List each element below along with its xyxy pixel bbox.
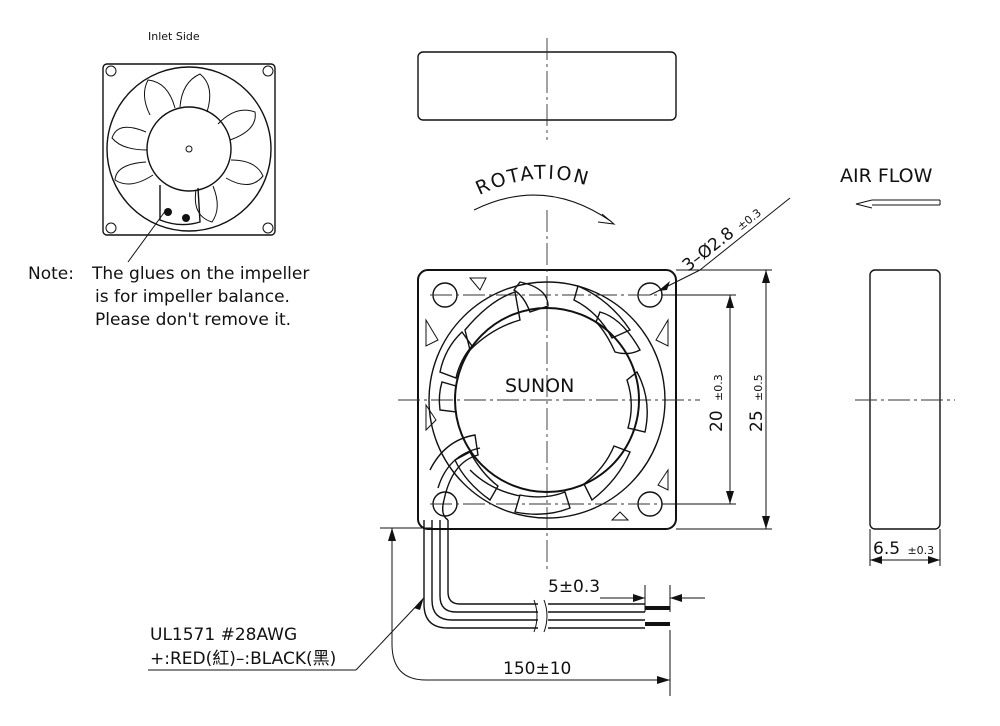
rotation-label: ROTATION	[472, 162, 592, 200]
wire-spec: UL1571 #28AWG +:RED(紅)–:BLACK(黑)	[148, 597, 424, 671]
lead-length-dim: 150±10	[503, 659, 571, 679]
note-prefix: Note:	[28, 264, 74, 284]
hole-dim-main: 3–Ø2.8	[679, 223, 738, 276]
lead-wires	[423, 520, 670, 633]
size-dim-tol: ±0.5	[752, 374, 765, 401]
airflow-indicator: AIR FLOW	[840, 165, 941, 209]
pitch-dim-main: 20	[707, 410, 727, 432]
thickness-dim-tol: ±0.3	[907, 544, 934, 557]
side-view: 6.5 ±0.3	[855, 269, 955, 566]
svg-text:3–Ø2.8 ±0.3: 3–Ø2.8 ±0.3	[679, 202, 765, 276]
svg-text:20 ±0.3: 20 ±0.3	[707, 374, 727, 432]
pitch-dim-tol: ±0.3	[712, 374, 725, 401]
size-dim-main: 25	[747, 410, 767, 432]
pitch-dimension: 20 ±0.3	[662, 294, 736, 505]
wire-polarity-label: +:RED(紅)–:BLACK(黑)	[150, 649, 336, 669]
note-line-1: The glues on the impeller	[91, 264, 309, 284]
top-view	[417, 38, 677, 140]
inlet-side-view: Inlet Side	[102, 30, 276, 263]
rotation-indicator: ROTATION	[472, 162, 616, 225]
note-line-2: is for impeller balance.	[95, 287, 290, 307]
wire-spec-label: UL1571 #28AWG	[150, 625, 297, 645]
note-block: Note: The glues on the impeller is for i…	[28, 264, 309, 330]
svg-text:25 ±0.5: 25 ±0.5	[747, 374, 767, 432]
airflow-label: AIR FLOW	[840, 165, 933, 187]
hole-dim-tol: ±0.3	[735, 206, 764, 233]
fan-front-view: SUNON	[398, 210, 700, 570]
brand-label: SUNON	[505, 375, 574, 397]
note-line-3: Please don't remove it.	[95, 310, 291, 330]
svg-text:6.5 ±0.3: 6.5 ±0.3	[873, 539, 934, 559]
strip-dimension: 5±0.3	[548, 577, 705, 612]
lead-length-dimension: 150±10	[380, 527, 671, 696]
thickness-dim-main: 6.5	[873, 539, 900, 559]
size-dimension: 25 ±0.5	[676, 269, 772, 530]
inlet-side-label: Inlet Side	[148, 30, 200, 43]
strip-dim: 5±0.3	[548, 577, 600, 597]
